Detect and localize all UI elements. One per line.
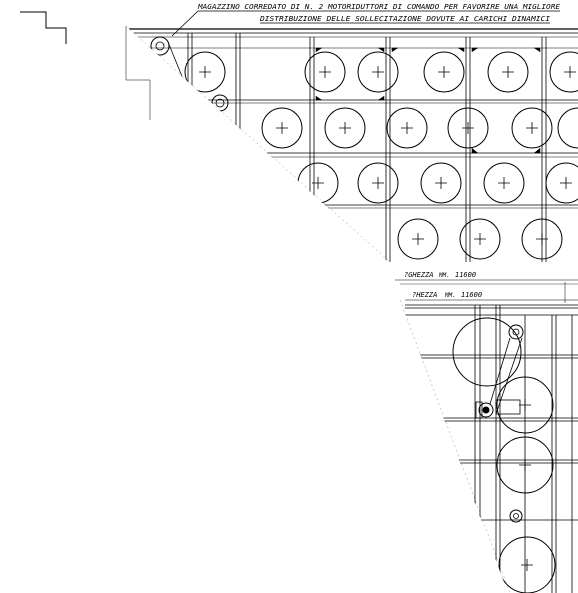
- top-annotation: MAGAZZINO CORREDATO DI N. 2 MOTORIDUTTOR…: [171, 3, 561, 37]
- note-line-2: DISTRIBUZIONE DELLE SOLLECITAZIONE DOVUT…: [259, 15, 551, 23]
- dimension-lines: ?GHEZZA MM. 11600 ?HEZZA MM. 11600: [395, 271, 578, 303]
- drive-motor-lower: [475, 324, 524, 523]
- dimension-unit-1: MM.: [438, 272, 450, 279]
- leader-line: [171, 10, 199, 37]
- corner-mark: [20, 11, 67, 44]
- dimension-label-2: ?HEZZA: [412, 291, 437, 299]
- dimension-unit-2: MM.: [444, 292, 456, 299]
- dimension-value-1: 11600: [455, 271, 476, 279]
- lower-view: [405, 304, 578, 593]
- cut-line-lower: [399, 299, 511, 593]
- upper-view: [126, 28, 578, 262]
- note-line-1: MAGAZZINO CORREDATO DI N. 2 MOTORIDUTTOR…: [197, 3, 561, 11]
- cut-line-upper: [125, 25, 391, 263]
- dimension-label-1: ?GHEZZA: [404, 271, 434, 279]
- dimension-value-2: 11600: [461, 291, 482, 299]
